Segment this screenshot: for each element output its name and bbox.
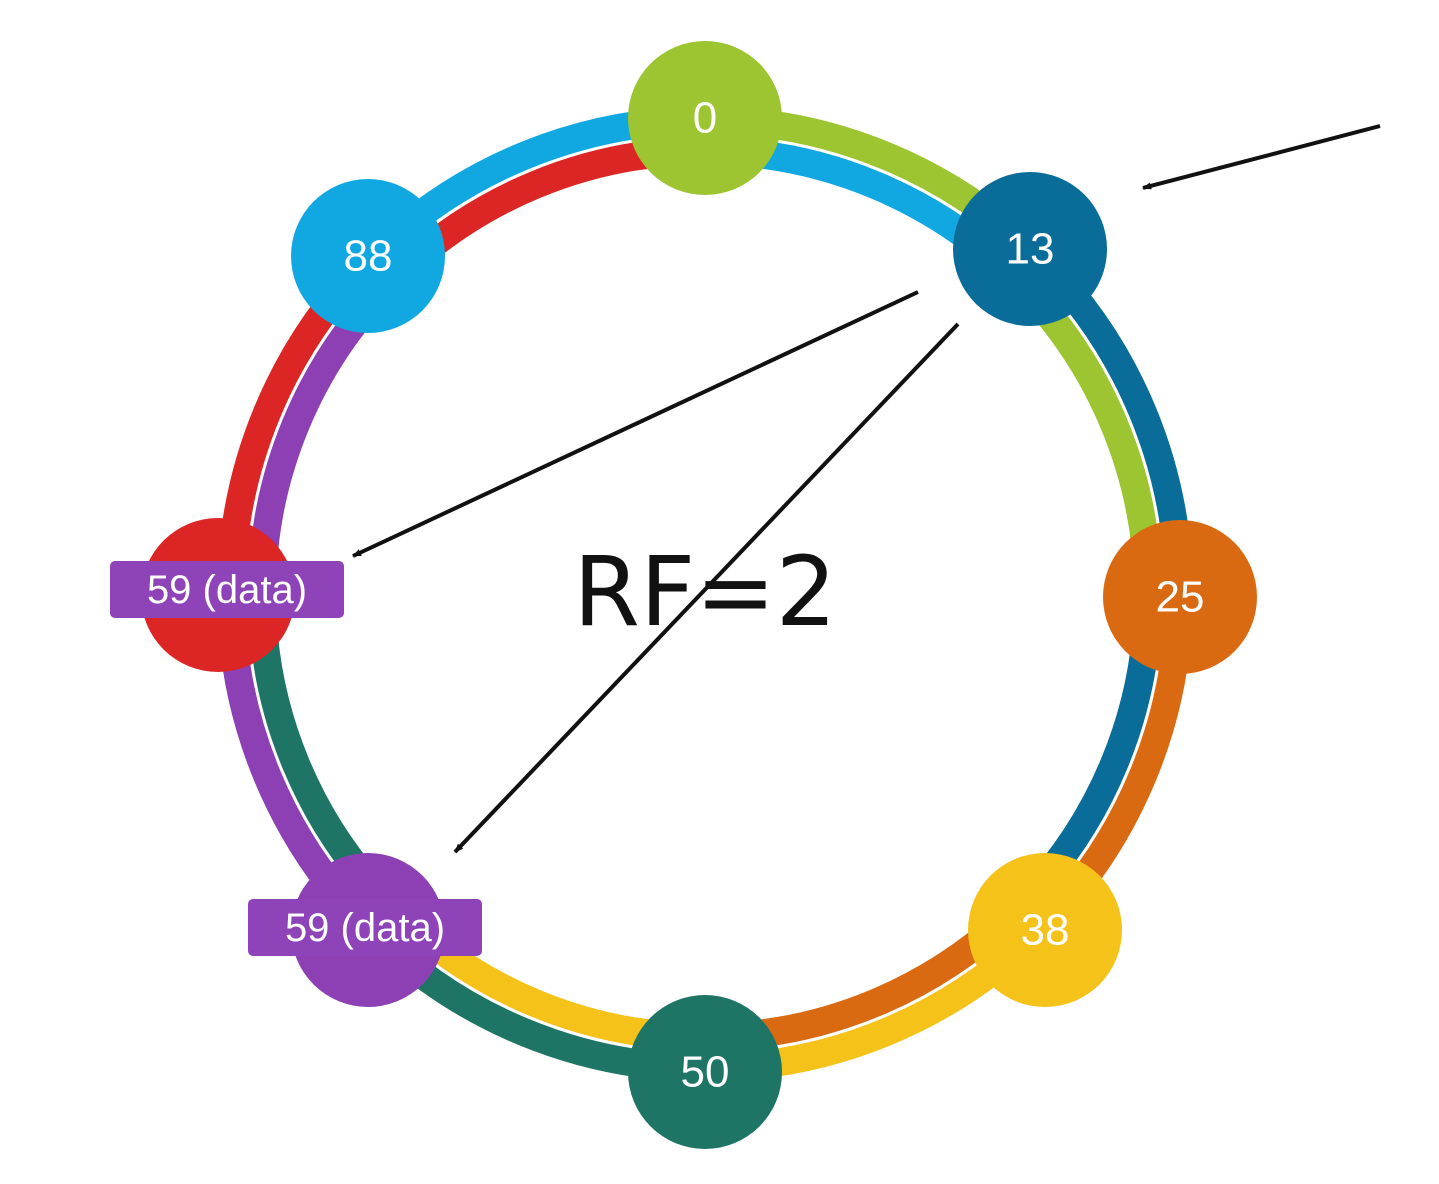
node-25-circle [1103, 520, 1257, 674]
data-tag-red: 59 (data) [110, 561, 344, 618]
node-50-label: 50 [681, 1048, 730, 1097]
node-38-label: 38 [1021, 906, 1070, 955]
data-tag-purple-label: 59 (data) [285, 906, 445, 950]
node-25: 25 [1103, 520, 1257, 674]
node-38-circle [968, 853, 1122, 1007]
node-38: 38 [968, 853, 1122, 1007]
node-13-circle [953, 172, 1107, 326]
data-tag-purple: 59 (data) [248, 899, 482, 956]
node-25-label: 25 [1156, 573, 1205, 622]
node-50-circle [628, 995, 782, 1149]
node-13-label: 13 [1006, 225, 1055, 274]
node-13: 13 [953, 172, 1107, 326]
replica-arrow-to-59-red [352, 290, 919, 558]
node-88-label: 88 [344, 232, 393, 281]
node-88: 88 [291, 179, 445, 333]
incoming-arrow [1142, 124, 1381, 190]
replica-arrow-to-59-purple [453, 322, 960, 854]
replication-arrows [352, 124, 1381, 854]
node-50: 50 [628, 995, 782, 1149]
data-tags: 59 (data) 59 (data) [110, 561, 482, 956]
ring-nodes: 0 13 25 38 50 88 [141, 41, 1257, 1149]
node-0: 0 [628, 41, 782, 195]
data-tag-red-box [110, 561, 344, 618]
node-0-label: 0 [693, 94, 717, 143]
node-0-circle [628, 41, 782, 195]
data-tag-purple-box [248, 899, 482, 956]
data-tag-red-label: 59 (data) [147, 568, 307, 612]
node-88-circle [291, 179, 445, 333]
